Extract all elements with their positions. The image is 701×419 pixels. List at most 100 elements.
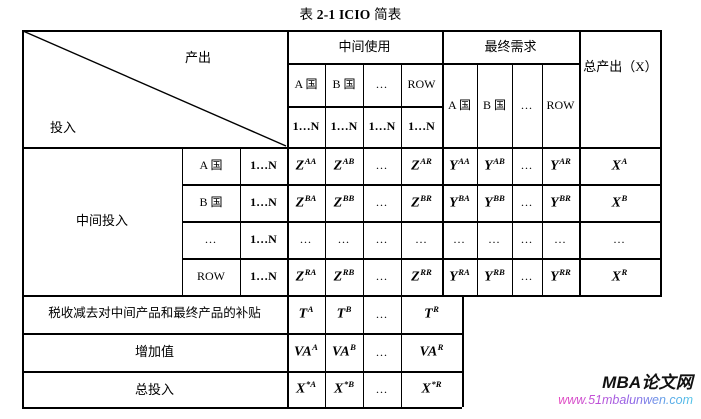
header-intermediate-sector-3: 1…N <box>408 119 435 134</box>
grid-line-h-6 <box>182 258 662 260</box>
row-sector-2: 1…N <box>250 232 277 247</box>
watermark-brand: MBA论文网 <box>602 373 693 392</box>
header-final-demand: 最终需求 <box>484 38 537 54</box>
grid-line-v-zone-2 <box>442 30 444 295</box>
matrix-cell-y-3-3: YRR <box>550 266 571 285</box>
matrix-cell-y-2-0: ... <box>453 232 466 247</box>
icio-table: 产出 投入 中间使用 最终需求 总产出（X） A 国 B 国 ... ROW 1… <box>22 30 662 409</box>
watermark-url: www.51mbalunwen.com <box>533 393 693 408</box>
matrix-cell-z-3-1: ZRB <box>333 266 355 285</box>
matrix-cell-y-2-2: ... <box>521 232 533 247</box>
corner-output-label: 产出 <box>185 50 212 65</box>
matrix-cell-y-1-2: ... <box>521 195 533 210</box>
matrix-cell-y-3-2: ... <box>521 269 533 284</box>
row-country-2: ... <box>205 232 217 247</box>
caption-prefix: 表 <box>299 7 317 22</box>
matrix-cell-z-0-1: ZAB <box>333 155 355 174</box>
bottom-cell-2-3: X*R <box>421 379 442 397</box>
matrix-cell-y-3-1: YRB <box>484 266 505 285</box>
header-total-output: 总产出（X） <box>583 59 658 74</box>
row-sector-3: 1…N <box>250 269 277 284</box>
bottom-cell-0-2: ... <box>376 306 388 321</box>
grid-line-h-3 <box>22 147 662 149</box>
grid-line-h-top <box>22 30 662 32</box>
header-intermediate-country-3: ROW <box>407 77 436 92</box>
diagonal-divider-icon <box>22 30 287 147</box>
table-caption: 表 2-1 ICIO 简表 <box>0 3 701 23</box>
matrix-cell-z-1-0: ZBA <box>295 192 317 211</box>
row-country-0: A 国 <box>199 158 223 173</box>
matrix-cell-y-1-0: YBA <box>449 192 470 211</box>
bottom-cell-0-0: TA <box>298 304 314 322</box>
matrix-cell-z-1-2: ... <box>376 195 388 210</box>
corner-input-label: 投入 <box>50 120 77 135</box>
matrix-cell-y-0-0: YAA <box>449 155 470 174</box>
matrix-cell-z-2-3: ... <box>415 232 428 247</box>
bottom-cell-2-2: ... <box>376 381 388 396</box>
header-final-country-2: ... <box>521 97 533 112</box>
header-intermediate-use: 中间使用 <box>338 38 391 54</box>
grid-line-v-zone-1 <box>287 30 289 407</box>
row-sector-1: 1…N <box>250 195 277 210</box>
matrix-cell-x-total-3: XR <box>611 266 628 285</box>
grid-line-h-2 <box>287 106 442 108</box>
header-intermediate-sector-2: 1…N <box>368 119 396 134</box>
header-intermediate-sector-0: 1…N <box>292 119 320 134</box>
matrix-cell-z-2-2: ... <box>376 232 388 247</box>
matrix-cell-z-0-3: ZAR <box>411 155 432 174</box>
grid-line-v-z-2 <box>363 63 365 407</box>
header-final-country-1: B 国 <box>482 97 506 112</box>
matrix-cell-y-0-2: ... <box>521 158 533 173</box>
matrix-cell-y-2-3: ... <box>554 232 567 247</box>
grid-line-h-4 <box>182 184 662 186</box>
bottom-cell-2-1: X*B <box>334 379 354 397</box>
grid-line-v-left <box>22 30 24 409</box>
rowgroup-intermediate-input: 中间投入 <box>75 213 128 229</box>
grid-line-v-y-1 <box>477 63 479 295</box>
bottom-row-label-1: 增加值 <box>134 344 174 360</box>
row-country-3: ROW <box>197 269 225 284</box>
matrix-cell-y-0-3: YAR <box>550 155 571 174</box>
row-country-1: B 国 <box>199 195 223 210</box>
bottom-row-label-0: 税收减去对中间产品和最终产品的补贴 <box>48 306 261 321</box>
matrix-cell-x-total-1: XB <box>611 192 628 211</box>
header-intermediate-country-0: A 国 <box>294 77 318 92</box>
corner-diagonal-cell: 产出 投入 <box>22 30 287 147</box>
grid-line-v-rowlabel-1 <box>182 147 184 295</box>
grid-line-h-7 <box>22 295 662 297</box>
grid-line-h-1 <box>287 63 579 65</box>
grid-line-h-9 <box>22 371 462 373</box>
matrix-cell-z-3-2: ... <box>376 269 388 284</box>
grid-line-v-y-2 <box>512 63 514 295</box>
grid-line-v-z-3 <box>401 63 403 407</box>
matrix-cell-z-3-0: ZRA <box>295 266 317 285</box>
grid-line-v-zone-3 <box>579 30 581 295</box>
header-intermediate-sector-1: 1…N <box>330 119 358 134</box>
matrix-cell-z-2-0: ... <box>300 232 312 247</box>
grid-line-h-bottom <box>22 407 462 409</box>
matrix-cell-y-3-0: YRA <box>449 266 470 285</box>
matrix-cell-z-0-0: ZAA <box>295 155 317 174</box>
grid-line-v-right <box>660 30 662 295</box>
row-sector-0: 1…N <box>250 158 277 173</box>
header-intermediate-country-1: B 国 <box>332 77 356 92</box>
bottom-cell-0-3: TR <box>424 304 439 322</box>
bottom-cell-1-0: VAA <box>294 342 318 360</box>
grid-line-h-5 <box>182 221 662 223</box>
matrix-cell-z-1-3: ZBR <box>411 192 432 211</box>
matrix-cell-y-1-1: YBB <box>484 192 505 211</box>
header-intermediate-country-2: ... <box>376 77 388 92</box>
grid-line-v-rowlabel-2 <box>240 147 242 295</box>
bottom-row-label-2: 总投入 <box>134 382 174 398</box>
grid-line-v-zone-2b <box>462 295 464 407</box>
matrix-cell-z-1-1: ZBB <box>333 192 355 211</box>
grid-line-v-y-3 <box>542 63 544 295</box>
matrix-cell-z-0-2: ... <box>376 158 388 173</box>
caption-suffix: 简表 <box>370 7 402 22</box>
caption-number: 2-1 ICIO <box>316 7 371 22</box>
matrix-cell-z-3-3: ZRR <box>411 266 432 285</box>
matrix-cell-z-2-1: ... <box>338 232 350 247</box>
bottom-cell-1-3: VAR <box>419 342 444 360</box>
bottom-cell-1-1: VAB <box>332 342 356 360</box>
